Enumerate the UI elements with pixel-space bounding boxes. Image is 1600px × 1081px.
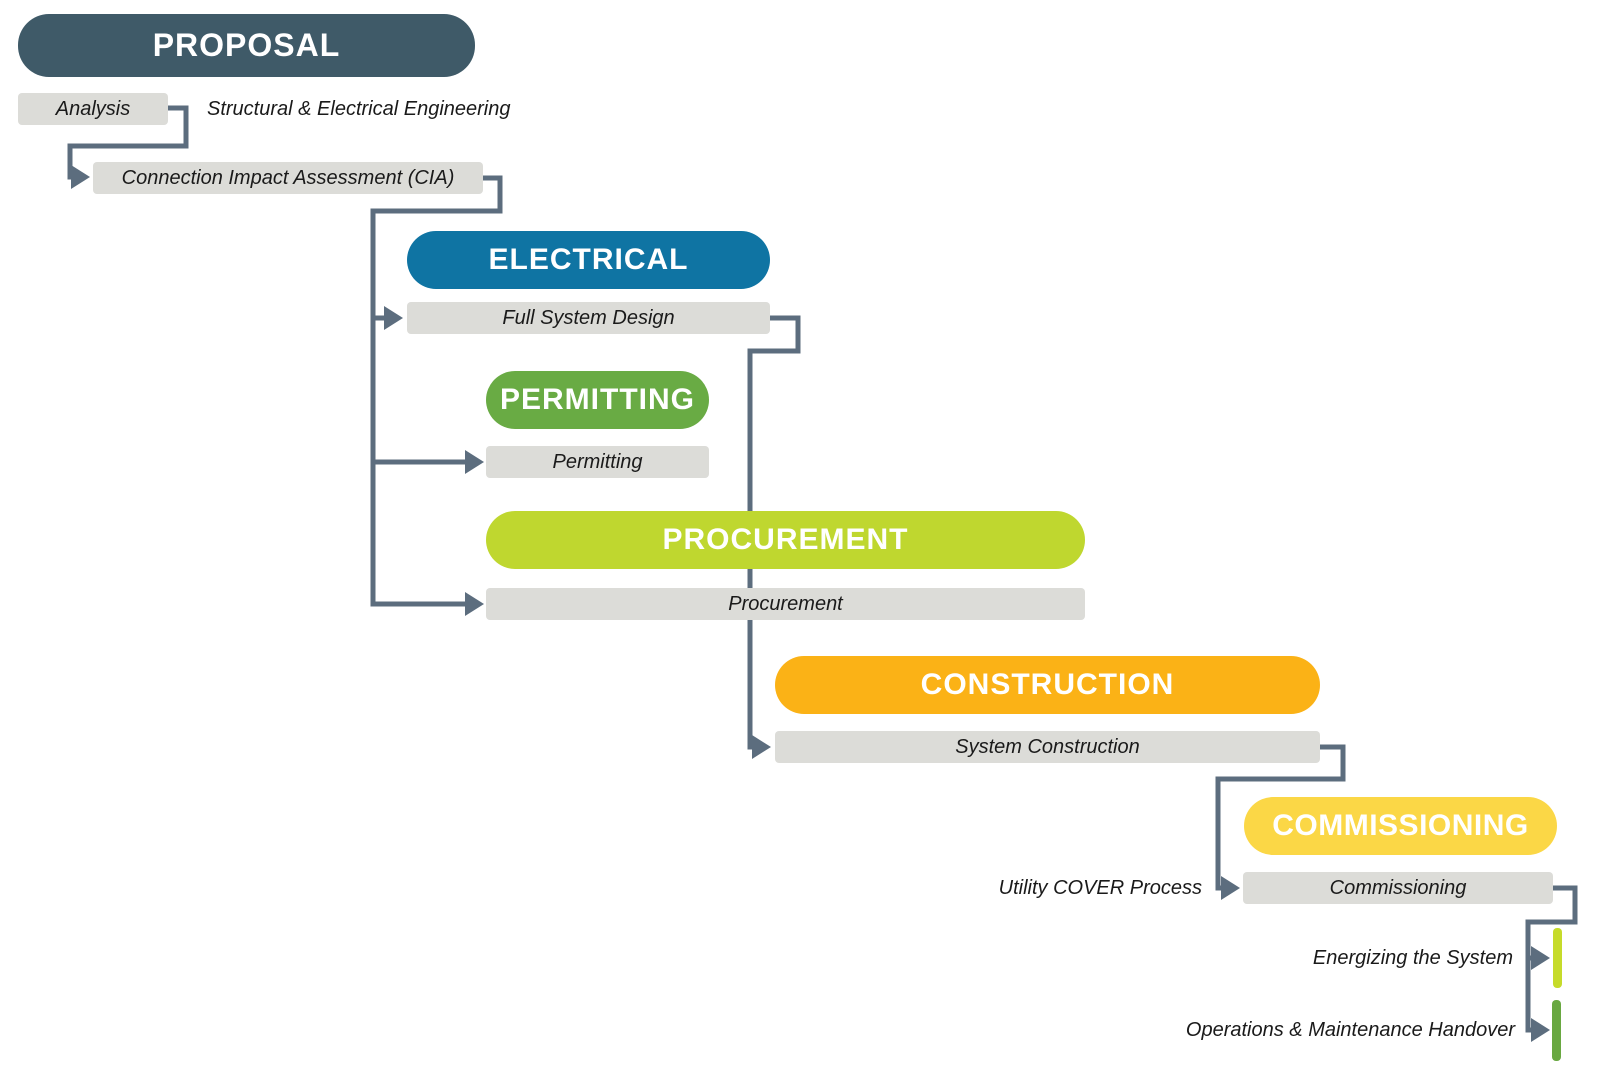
arrow-right-icon bbox=[1531, 1018, 1550, 1042]
task-bar-permitting: Permitting bbox=[486, 446, 709, 478]
connector-fsd-to-construction bbox=[747, 315, 801, 750]
milestone-bar-energizing-the-system bbox=[1553, 928, 1562, 988]
connector-construction-to-commissioning bbox=[1215, 744, 1346, 891]
arrow-right-icon bbox=[71, 165, 90, 189]
phase-header-commissioning: COMMISSIONING bbox=[1244, 797, 1557, 855]
annotation-utility-cover-process: Utility COVER Process bbox=[998, 876, 1202, 899]
arrow-right-icon bbox=[1221, 876, 1240, 900]
phase-header-proposal: PROPOSAL bbox=[18, 14, 475, 77]
milestone-bar-operations-maintenance-handover bbox=[1552, 1000, 1561, 1061]
phase-header-construction: CONSTRUCTION bbox=[775, 656, 1320, 714]
annotation-operations-maintenance-handover: Operations & Maintenance Handover bbox=[1185, 1018, 1515, 1041]
task-bar-commissioning: Commissioning bbox=[1243, 872, 1553, 904]
task-bar-full-system-design: Full System Design bbox=[407, 302, 770, 334]
arrow-right-icon bbox=[384, 306, 403, 330]
arrow-right-icon bbox=[752, 735, 771, 759]
task-bar-connection-impact-assessment: Connection Impact Assessment (CIA) bbox=[93, 162, 483, 194]
connector-commissioning-trunk bbox=[1525, 885, 1578, 1033]
phase-header-permitting: PERMITTING bbox=[486, 371, 709, 429]
connector-analysis-to-cia bbox=[67, 105, 189, 180]
arrow-right-icon bbox=[1531, 946, 1550, 970]
arrow-right-icon bbox=[465, 450, 484, 474]
phase-header-electrical: ELECTRICAL bbox=[407, 231, 770, 289]
task-bar-system-construction: System Construction bbox=[775, 731, 1320, 763]
connector-cia-trunk bbox=[370, 175, 503, 607]
task-bar-procurement: Procurement bbox=[486, 588, 1085, 620]
phase-header-procurement: PROCUREMENT bbox=[486, 511, 1085, 569]
task-bar-analysis: Analysis bbox=[18, 93, 168, 125]
annotation-energizing-the-system: Energizing the System bbox=[1312, 946, 1513, 969]
arrow-right-icon bbox=[465, 592, 484, 616]
annotation-structural-electrical-engineering: Structural & Electrical Engineering bbox=[207, 97, 511, 120]
